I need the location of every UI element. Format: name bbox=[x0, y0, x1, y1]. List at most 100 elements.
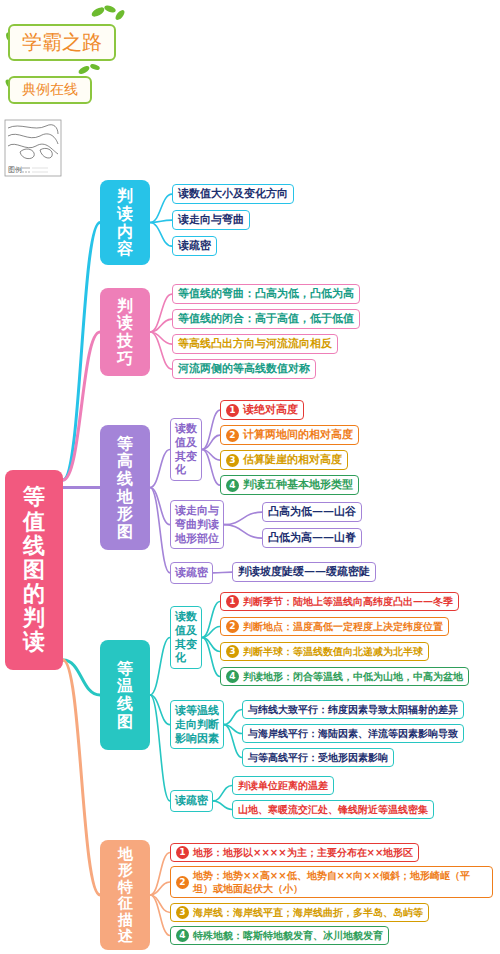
connector bbox=[63, 660, 100, 895]
sub-topic-box: 读疏密 bbox=[170, 562, 213, 584]
connector bbox=[202, 435, 220, 449]
connector bbox=[224, 512, 262, 524]
leaf-box: 与等高线平行：受地形因素影响 bbox=[242, 748, 394, 767]
callout-number: 4 bbox=[226, 670, 239, 683]
leaf-box: 4 判读地形：闭合等温线，中低为山地，中高为盆地 bbox=[220, 667, 469, 686]
leaf-box: 判读单位距离的温差 bbox=[232, 776, 334, 795]
leaf-box: 4判读五种基本地形类型 bbox=[220, 475, 359, 495]
leaf-box: 等值线的弯曲：凸高为低，凸低为高 bbox=[172, 284, 360, 304]
connector bbox=[202, 627, 220, 638]
node-text: 判断半球：等温线数值向北递减为北半球 bbox=[243, 645, 423, 658]
node-text: 学霸之路 bbox=[22, 30, 102, 54]
callout-number: 2 bbox=[226, 429, 239, 442]
leaf-box: 3估算陡崖的相对高度 bbox=[220, 450, 348, 470]
leaf-box: 读走向与弯曲 bbox=[172, 210, 250, 230]
node-text: 判读坡度陡缓——缓疏密陡 bbox=[238, 565, 370, 579]
node-text: 凸高为低——山谷 bbox=[268, 505, 356, 519]
connector bbox=[150, 895, 170, 936]
callout-number: 1 bbox=[226, 595, 239, 608]
callout-number: 1 bbox=[176, 846, 189, 859]
connector bbox=[150, 194, 172, 222]
leaf-box: 凸低为高——山脊 bbox=[262, 528, 362, 548]
map-legend-samples bbox=[22, 168, 48, 172]
banner-box: 典例在线 bbox=[8, 76, 92, 104]
node-text: 判读技巧 bbox=[117, 297, 133, 367]
node-text: 判读内容 bbox=[117, 187, 133, 257]
leaf-box: 3海岸线：海岸线平直；海岸线曲折，多半岛、岛屿等 bbox=[170, 903, 429, 922]
sub-topic-box: 读数值及其变化 bbox=[170, 418, 202, 481]
leaf-box: 2 判断地点：温度高低一定程度上决定纬度位置 bbox=[220, 617, 449, 636]
branch-box: 判读技巧 bbox=[100, 288, 150, 376]
leaf-box: 2 地势：地势××高××低、地势自××向××倾斜；地形崎岖（平坦）或地面起伏大（小… bbox=[170, 866, 493, 898]
callout-number: 3 bbox=[226, 645, 239, 658]
root-box: 等值线图的判读 bbox=[5, 470, 63, 670]
sub-topic-box: 读走向与弯曲判读地形部位 bbox=[170, 500, 224, 549]
leaf-box: 与纬线大致平行：纬度因素导致太阳辐射的差异 bbox=[242, 700, 464, 719]
connector bbox=[224, 710, 242, 725]
banner-box: 学霸之路 bbox=[8, 24, 116, 61]
node-text: 读疏密 bbox=[175, 566, 208, 580]
node-text: 等高线凸出方向与河流流向相反 bbox=[178, 337, 332, 351]
node-text: 地形：地形以××××为主；主要分布在××地形区 bbox=[193, 846, 413, 859]
node-text: 山地、寒暖流交汇处、锋线附近等温线密集 bbox=[238, 803, 428, 816]
connector bbox=[224, 525, 262, 539]
node-text: 读走向与弯曲 bbox=[178, 213, 244, 227]
leaf-box: 4特殊地貌：喀斯特地貌发育、冰川地貌发育 bbox=[170, 926, 389, 945]
callout-number: 3 bbox=[176, 906, 189, 919]
contour-map-illustration bbox=[5, 120, 61, 176]
branch-box: 判读内容 bbox=[100, 180, 150, 265]
connector bbox=[63, 332, 100, 480]
node-text: 河流两侧的等高线数值对称 bbox=[178, 362, 310, 376]
connector bbox=[150, 638, 170, 696]
connector bbox=[150, 853, 170, 896]
connector bbox=[202, 638, 220, 677]
node-text: 等高线地形图 bbox=[117, 435, 133, 541]
node-text: 判断地点：温度高低一定程度上决定纬度位置 bbox=[243, 620, 443, 633]
callout-number: 3 bbox=[226, 454, 239, 467]
connector bbox=[63, 486, 100, 489]
leaf-box: 与海岸线平行：海陆因素、洋流等因素影响导致 bbox=[242, 724, 464, 743]
connector bbox=[150, 223, 172, 247]
connector bbox=[150, 450, 170, 488]
node-text: 判读单位距离的温差 bbox=[238, 779, 328, 792]
node-text: 判断季节：陆地上等温线向高纬度凸出——冬季 bbox=[243, 595, 453, 608]
node-text: 读数值大小及变化方向 bbox=[178, 187, 288, 201]
node-text: 与海岸线平行：海陆因素、洋流等因素影响导致 bbox=[248, 727, 458, 740]
leaf-box: 读疏密 bbox=[172, 236, 217, 256]
connector bbox=[202, 450, 220, 486]
connector bbox=[213, 801, 232, 810]
leaf-box: 河流两侧的等高线数值对称 bbox=[172, 359, 316, 379]
node-text: 读绝对高度 bbox=[243, 403, 298, 417]
leaf-box: 判读坡度陡缓——缓疏密陡 bbox=[232, 562, 376, 582]
legend-title: 图例 bbox=[8, 165, 22, 175]
callout-number: 2 bbox=[226, 620, 239, 633]
node-text: 地势：地势××高××低、地势自××向××倾斜；地形崎岖（平坦）或地面起伏大（小） bbox=[193, 869, 487, 895]
connector bbox=[63, 223, 100, 481]
connector bbox=[213, 571, 232, 573]
connector bbox=[224, 725, 242, 758]
node-text: 与等高线平行：受地形因素影响 bbox=[248, 751, 388, 764]
leaf-box: 读数值大小及变化方向 bbox=[172, 184, 294, 204]
connector bbox=[150, 488, 170, 573]
node-text: 判读地形：闭合等温线，中低为山地，中高为盆地 bbox=[243, 670, 463, 683]
leaf-box: 1 判断季节：陆地上等温线向高纬度凸出——冬季 bbox=[220, 592, 459, 611]
node-text: 等值线图的判读 bbox=[23, 485, 45, 654]
connector bbox=[202, 410, 220, 449]
node-text: 读数值及其变化 bbox=[175, 610, 197, 665]
node-text: 与纬线大致平行：纬度因素导致太阳辐射的差异 bbox=[248, 703, 458, 716]
node-text: 读等温线走向判断影响因素 bbox=[175, 704, 219, 745]
node-text: 读走向与弯曲判读地形部位 bbox=[175, 504, 219, 545]
callout-number: 2 bbox=[176, 876, 189, 889]
node-text: 凸低为高——山脊 bbox=[268, 531, 356, 545]
branch-box: 等高线地形图 bbox=[100, 425, 150, 550]
connector bbox=[150, 220, 172, 222]
sub-topic-box: 读数值及其变化 bbox=[170, 606, 202, 669]
leaf-box: 山地、寒暖流交汇处、锋线附近等温线密集 bbox=[232, 800, 434, 819]
connector bbox=[150, 895, 170, 913]
node-text: 地形特征描述 bbox=[118, 846, 133, 945]
node-text: 读疏密 bbox=[178, 239, 211, 253]
branch-box: 等温线图 bbox=[100, 640, 150, 750]
node-text: 读疏密 bbox=[175, 794, 208, 808]
leaf-box: 2计算两地间的相对高度 bbox=[220, 425, 359, 445]
